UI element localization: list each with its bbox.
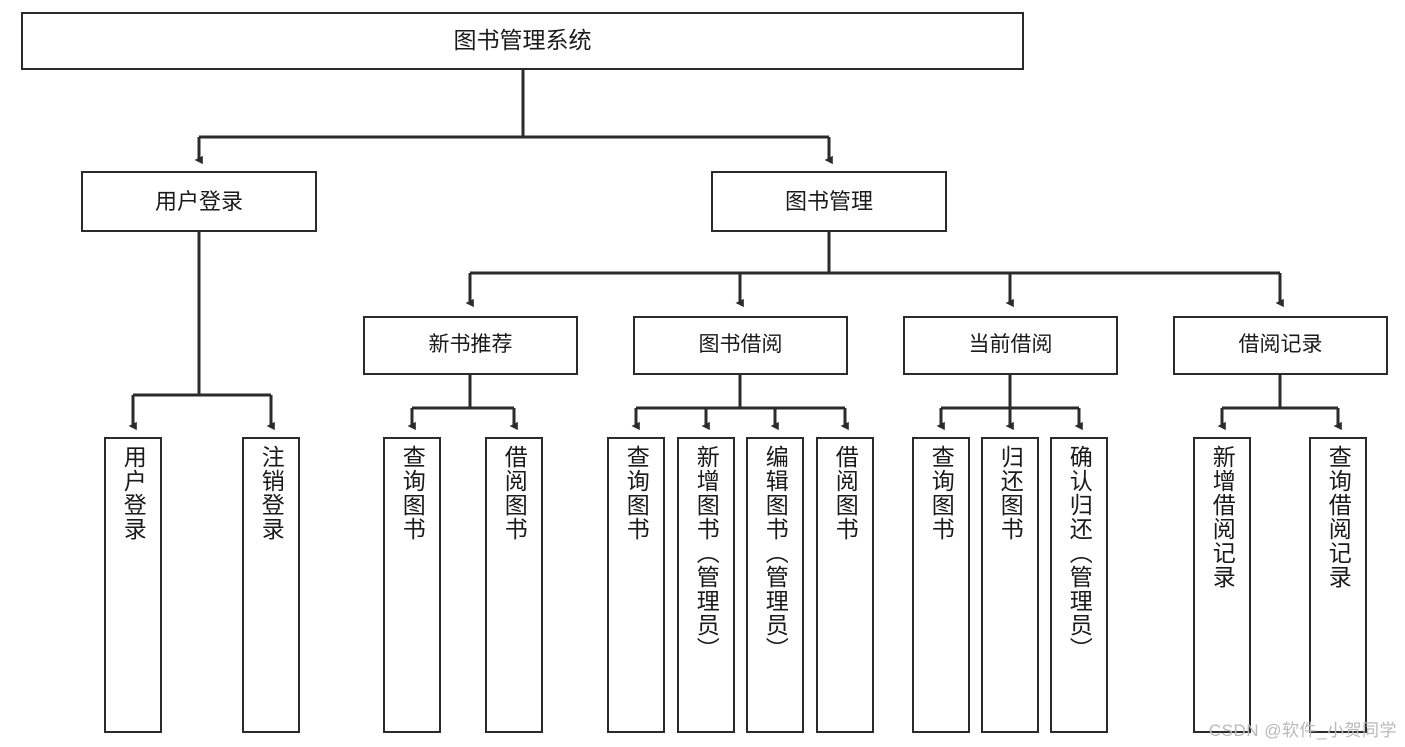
node-label: 注销登录: [258, 445, 285, 541]
leaf-borrow-add-book-admin[interactable]: 新增图书（管理员）: [677, 437, 735, 733]
node-label: 归还图书: [997, 445, 1024, 541]
leaf-recommend-query-book[interactable]: 查询图书: [383, 437, 441, 733]
leaf-record-add-borrow-record[interactable]: 新增借阅记录: [1193, 437, 1251, 733]
node-root-book-management-system[interactable]: 图书管理系统: [21, 12, 1024, 70]
node-label: 当前借阅: [968, 333, 1053, 357]
node-label: 图书管理系统: [453, 27, 592, 54]
node-book-borrow[interactable]: 图书借阅: [633, 316, 848, 375]
node-new-book-recommend[interactable]: 新书推荐: [363, 316, 578, 375]
node-label: 查询图书: [928, 445, 955, 541]
node-label: 查询借阅记录: [1325, 445, 1352, 589]
leaf-current-query-book[interactable]: 查询图书: [912, 437, 970, 733]
node-label: 图书管理: [784, 188, 873, 214]
node-label: 编辑图书（管理员）: [762, 445, 789, 661]
leaf-borrow-edit-book-admin[interactable]: 编辑图书（管理员）: [746, 437, 804, 733]
leaf-record-query-borrow-record[interactable]: 查询借阅记录: [1309, 437, 1367, 733]
node-label: 用户登录: [154, 188, 243, 214]
leaf-borrow-borrow-book[interactable]: 借阅图书: [816, 437, 874, 733]
node-label: 用户登录: [120, 445, 147, 541]
leaf-current-confirm-return-admin[interactable]: 确认归还（管理员）: [1050, 437, 1108, 733]
node-label: 查询图书: [623, 445, 650, 541]
node-label: 确认归还（管理员）: [1066, 445, 1093, 661]
node-label: 查询图书: [399, 445, 426, 541]
leaf-user-login-logout[interactable]: 注销登录: [242, 437, 300, 733]
node-current-borrow[interactable]: 当前借阅: [903, 316, 1118, 375]
node-user-login[interactable]: 用户登录: [81, 171, 317, 232]
node-book-management[interactable]: 图书管理: [711, 171, 947, 232]
node-borrow-record[interactable]: 借阅记录: [1173, 316, 1388, 375]
leaf-recommend-borrow-book[interactable]: 借阅图书: [485, 437, 543, 733]
node-label: 借阅图书: [832, 445, 859, 541]
node-label: 新增借阅记录: [1209, 445, 1236, 589]
node-label: 新增图书（管理员）: [693, 445, 720, 661]
node-label: 图书借阅: [698, 333, 783, 357]
leaf-current-return-book[interactable]: 归还图书: [981, 437, 1039, 733]
node-label: 借阅记录: [1238, 333, 1323, 357]
leaf-user-login-login[interactable]: 用户登录: [104, 437, 162, 733]
watermark: CSDN @软件_小贺同学: [1208, 721, 1397, 740]
leaf-borrow-query-book[interactable]: 查询图书: [607, 437, 665, 733]
node-label: 新书推荐: [428, 333, 513, 357]
node-label: 借阅图书: [501, 445, 528, 541]
